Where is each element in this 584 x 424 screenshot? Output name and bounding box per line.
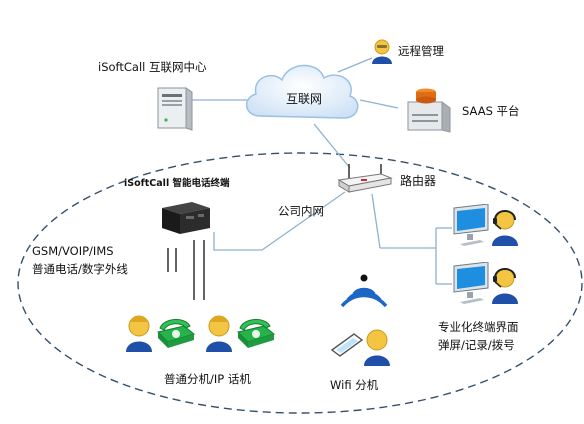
remote-management-label: 远程管理 <box>398 44 444 58</box>
headset-agent-icon <box>492 210 518 246</box>
router-label: 路由器 <box>400 174 437 188</box>
link-router-terminal <box>213 191 346 251</box>
link-router-workstations <box>371 193 381 249</box>
monitor-icon <box>453 204 489 246</box>
desk-phone-icon <box>157 319 196 348</box>
person-icon <box>126 315 152 352</box>
person-icon <box>364 329 390 366</box>
extension-phones-label: 普通分机/IP 话机 <box>164 372 251 386</box>
smart-terminal-label: iSoftCall 智能电话终端 <box>124 178 230 189</box>
headset-agent-icon <box>492 268 518 304</box>
cloud-icon <box>246 64 359 119</box>
internet-label: 互联网 <box>286 92 323 106</box>
monitor-icon <box>453 262 489 304</box>
workstation-label-1: 专业化终端界面 <box>438 320 519 334</box>
terminal-box-icon <box>162 202 210 234</box>
server-icon <box>157 87 193 131</box>
workstation-label-2: 弹屏/记录/拨号 <box>438 338 515 352</box>
trunk-line-label-2: 普通电话/数字外线 <box>32 262 128 276</box>
wifi-extension-label: Wifi 分机 <box>330 378 379 392</box>
desk-phone-icon <box>237 319 276 348</box>
saas-platform-label: SAAS 平台 <box>462 104 520 118</box>
isoftcall-center-label: iSoftCall 互联网中心 <box>98 60 207 74</box>
link-internet-remote <box>337 57 373 73</box>
company-intranet-label: 公司内网 <box>278 204 324 218</box>
person-icon <box>372 39 392 64</box>
trunk-line-label-1: GSM/VOIP/IMS <box>32 244 114 258</box>
wifi-signal-icon <box>340 274 388 308</box>
server-stack-icon <box>407 88 451 133</box>
link-internet-saas <box>359 99 399 109</box>
smartphone-icon <box>330 333 364 357</box>
lan-boundary <box>17 152 583 414</box>
router-icon <box>337 164 393 193</box>
link-internet-router <box>313 123 351 169</box>
person-icon <box>206 315 232 352</box>
